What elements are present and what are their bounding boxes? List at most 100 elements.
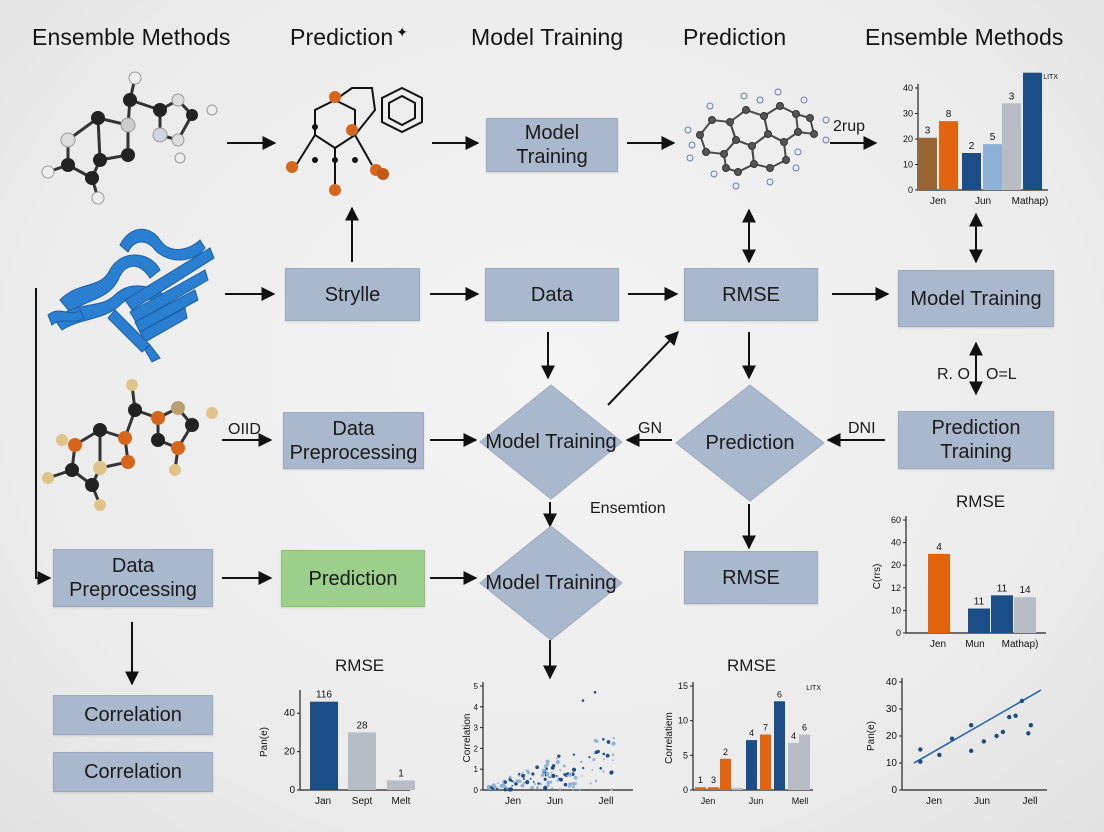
scatter-point <box>568 772 573 777</box>
scatter-point <box>532 780 535 783</box>
scatter-point <box>537 782 540 785</box>
scatter-point <box>508 778 512 782</box>
bar <box>928 553 950 633</box>
y-tick-label: 0 <box>891 785 897 796</box>
corner-label: LITX <box>1043 74 1058 81</box>
scatter-point <box>529 777 532 780</box>
diamond-shape <box>479 525 623 641</box>
scatter-point <box>592 758 596 762</box>
scatter-point <box>486 784 491 789</box>
scatter-point <box>493 786 497 790</box>
scatter-point <box>543 785 548 791</box>
x-tick-label: Jen <box>926 796 942 807</box>
bar <box>788 742 799 790</box>
y-tick-label: 0 <box>289 785 295 796</box>
bar <box>1002 103 1021 190</box>
header-model-training: Model Training <box>471 24 624 50</box>
x-tick-label: Jan <box>315 796 331 807</box>
scatter-point <box>566 774 569 777</box>
y-tick-label: 40 <box>886 677 898 688</box>
y-tick-label: 5 <box>683 750 688 760</box>
trend-line <box>913 689 1042 764</box>
scatter-point <box>556 779 560 782</box>
scatter-point <box>514 782 518 786</box>
y-tick-label: 4 <box>474 703 479 712</box>
bar-value-label: 7 <box>763 723 768 733</box>
bar-value-label: 11 <box>974 597 985 608</box>
y-tick-label: 40 <box>284 708 296 719</box>
scatter-point <box>1028 723 1034 728</box>
box-prediction-green: Prediction <box>281 550 425 607</box>
y-tick-label: 0 <box>908 185 913 195</box>
diamond-shape <box>675 384 825 502</box>
bar-value-label: 4 <box>749 728 754 738</box>
diamond-model-training-1-label: Model Training <box>485 431 617 453</box>
bar-value-label: 2 <box>969 141 975 152</box>
header-prediction-1: Prediction✦ <box>290 24 408 51</box>
y-tick-label: 10 <box>891 605 901 615</box>
scatter-point <box>496 787 499 790</box>
scatter-point <box>525 769 528 771</box>
scatter-point <box>555 757 558 760</box>
bar <box>983 144 1002 190</box>
bar <box>310 701 338 790</box>
header-ensemble-methods-right: Ensemble Methods <box>865 24 1064 50</box>
bar-value-label: 116 <box>316 690 332 701</box>
scatter-point <box>612 736 615 740</box>
scatter-point <box>591 768 594 771</box>
diamond-shape <box>479 384 623 500</box>
scatter-point <box>541 768 546 773</box>
diamond-prediction: Prediction <box>674 383 826 503</box>
y-axis-label: Correlation <box>462 714 473 763</box>
header-prediction-2: Prediction <box>683 24 787 50</box>
scatter-point <box>609 770 614 775</box>
scatter-point <box>540 773 545 777</box>
y-tick-label: 12 <box>891 583 901 593</box>
x-tick-label: Jen <box>505 796 521 807</box>
y-tick-label: 10 <box>903 160 913 170</box>
bar-value-label: 6 <box>777 689 782 699</box>
scatter-point <box>506 786 509 790</box>
scatter-point <box>545 763 548 767</box>
sparkle-icon: ✦ <box>396 24 409 40</box>
y-tick-label: 3 <box>474 724 479 733</box>
bar <box>387 780 415 790</box>
diamond-model-training-1: Model Training <box>478 383 624 501</box>
scatter-point <box>601 737 605 741</box>
scatter-point <box>949 736 955 741</box>
scatter-point <box>530 785 534 790</box>
scatter-point <box>918 747 923 752</box>
box-rmse-mid: RMSE <box>684 268 818 321</box>
scatter-point <box>571 781 576 786</box>
bar-value-label: 3 <box>1009 91 1015 102</box>
box-prediction-training: Prediction Training <box>898 411 1054 469</box>
bar <box>708 787 719 790</box>
scatter-point <box>981 739 987 744</box>
bar <box>760 734 771 790</box>
chart-title-mid-right: RMSE <box>956 492 1006 511</box>
scatter-point <box>599 766 603 770</box>
label-oiid: OIID <box>228 421 261 438</box>
scatter-point <box>606 740 611 744</box>
scatter-point <box>572 788 574 791</box>
scatter-point <box>563 782 568 787</box>
y-tick-label: 20 <box>903 134 913 144</box>
y-axis-label: Correlatiem <box>664 712 675 764</box>
box-data-preprocessing-mid: Data Preprocessing <box>283 412 424 469</box>
label-2rup: 2rup <box>833 118 866 135</box>
scatter-point <box>968 723 974 728</box>
scatter-point <box>552 764 556 768</box>
y-tick-label: 40 <box>891 538 901 548</box>
scatter-point <box>555 760 560 764</box>
y-tick-label: 0 <box>896 628 901 638</box>
label-r0: R. O <box>937 366 970 383</box>
scatter-point <box>520 780 522 783</box>
box-rmse-low: RMSE <box>684 551 818 604</box>
scatter-point <box>546 780 551 785</box>
bar-value-label: 11 <box>1027 70 1038 72</box>
header-ensemble-methods-left: Ensemble Methods <box>32 24 231 50</box>
